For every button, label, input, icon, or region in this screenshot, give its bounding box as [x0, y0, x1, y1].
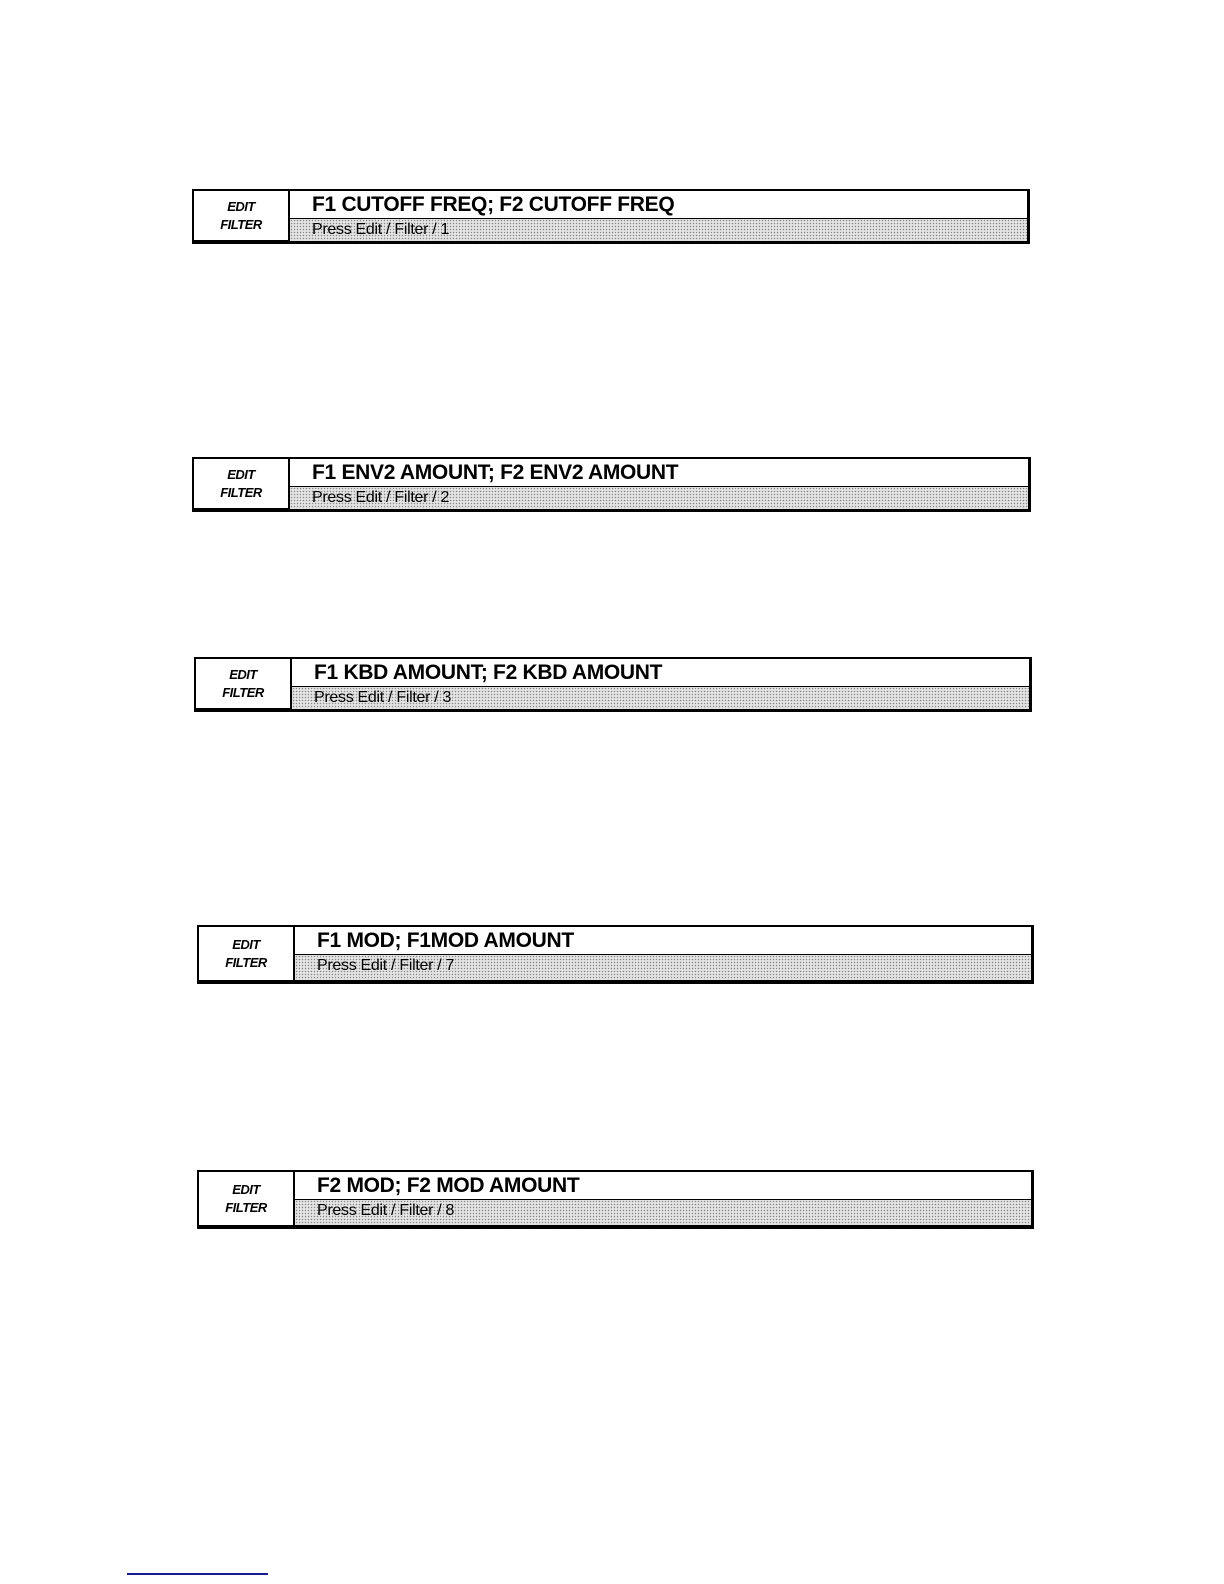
panel-title: F1 ENV2 AMOUNT; F2 ENV2 AMOUNT — [290, 459, 1028, 487]
panel-title: F1 CUTOFF FREQ; F2 CUTOFF FREQ — [290, 191, 1027, 219]
panel-instruction: Press Edit / Filter / 8 — [295, 1200, 1031, 1225]
edit-filter-label: EDIT FILTER — [199, 927, 295, 980]
side-top: EDIT — [232, 936, 260, 952]
panel-title: F1 MOD; F1MOD AMOUNT — [295, 927, 1031, 955]
side-top: EDIT — [229, 666, 257, 682]
side-top: EDIT — [227, 466, 255, 482]
panel-title: F1 KBD AMOUNT; F2 KBD AMOUNT — [292, 659, 1029, 687]
edit-filter-label: EDIT FILTER — [194, 459, 290, 508]
side-bottom: FILTER — [222, 684, 264, 700]
panel-instruction: Press Edit / Filter / 3 — [292, 687, 1029, 709]
side-bottom: FILTER — [220, 484, 262, 500]
side-top: EDIT — [232, 1181, 260, 1197]
edit-filter-label: EDIT FILTER — [199, 1172, 295, 1225]
panel-cutoff-freq: EDIT FILTER F1 CUTOFF FREQ; F2 CUTOFF FRE… — [192, 189, 1030, 244]
edit-filter-label: EDIT FILTER — [196, 659, 292, 708]
side-bottom: FILTER — [220, 216, 262, 232]
panel-instruction: Press Edit / Filter / 2 — [290, 487, 1028, 509]
side-bottom: FILTER — [225, 954, 267, 970]
panel-instruction: Press Edit / Filter / 1 — [290, 219, 1027, 241]
panel-instruction: Press Edit / Filter / 7 — [295, 955, 1031, 980]
panel-title: F2 MOD; F2 MOD AMOUNT — [295, 1172, 1031, 1200]
side-bottom: FILTER — [225, 1199, 267, 1215]
panel-env2-amount: EDIT FILTER F1 ENV2 AMOUNT; F2 ENV2 AMOUN… — [192, 457, 1031, 512]
edit-filter-label: EDIT FILTER — [194, 191, 290, 240]
side-top: EDIT — [227, 198, 255, 214]
footer-rule — [127, 1573, 268, 1575]
